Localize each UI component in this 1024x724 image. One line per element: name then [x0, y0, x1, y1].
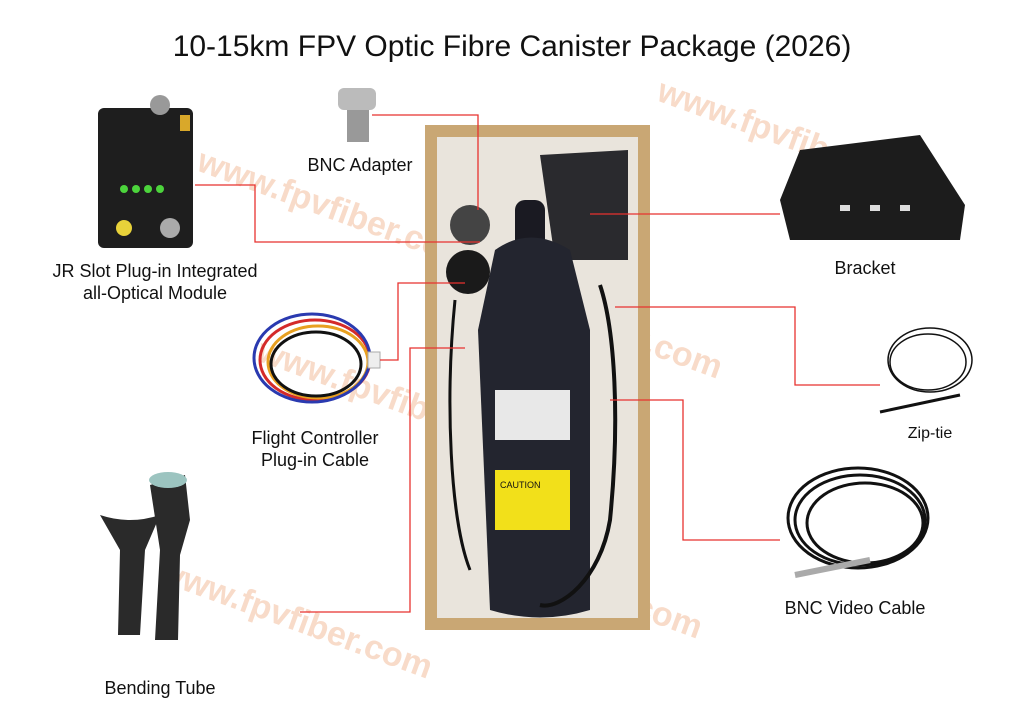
leader-bending-tube [300, 347, 465, 613]
bnc-video-cable-label: BNC Video Cable [784, 598, 926, 618]
page-title: 10-15km FPV Optic Fibre Canister Package… [172, 30, 852, 63]
caution-text: CAUTION [500, 480, 541, 490]
jr-module-label: JR Slot Plug-in Integrated all-Optical M… [10, 260, 300, 304]
leader-zip-tie [615, 306, 880, 386]
bending-tube-image [100, 472, 190, 640]
leader-fc-cable [380, 282, 465, 361]
bnc-adapter-label: BNC Adapter [307, 155, 413, 175]
fc-cable-label-line2: Plug-in Cable [260, 450, 370, 470]
flight-controller-cable-image [252, 312, 381, 404]
bnc-adapter-image [338, 88, 376, 142]
jr-module-image [98, 95, 193, 248]
fc-cable-label-line1: Flight Controller [251, 428, 379, 448]
leader-bnc-adapter [372, 114, 479, 210]
zip-tie-label: Zip-tie [907, 425, 953, 442]
leader-bnc-video [610, 399, 780, 541]
bracket-label: Bracket [834, 258, 896, 278]
zip-tie-image [879, 327, 973, 414]
fc-cable-label: Flight Controller Plug-in Cable [230, 427, 400, 471]
canister: CAUTION [446, 200, 618, 618]
jr-module-label-line1: JR Slot Plug-in Integrated [52, 261, 258, 281]
leader-lines [195, 114, 880, 613]
leader-jr-module [195, 184, 480, 243]
bnc-video-cable-image [786, 466, 930, 578]
jr-module-label-line2: all-Optical Module [82, 283, 228, 303]
bending-tube-label: Bending Tube [104, 678, 216, 698]
bracket-image [780, 135, 965, 240]
